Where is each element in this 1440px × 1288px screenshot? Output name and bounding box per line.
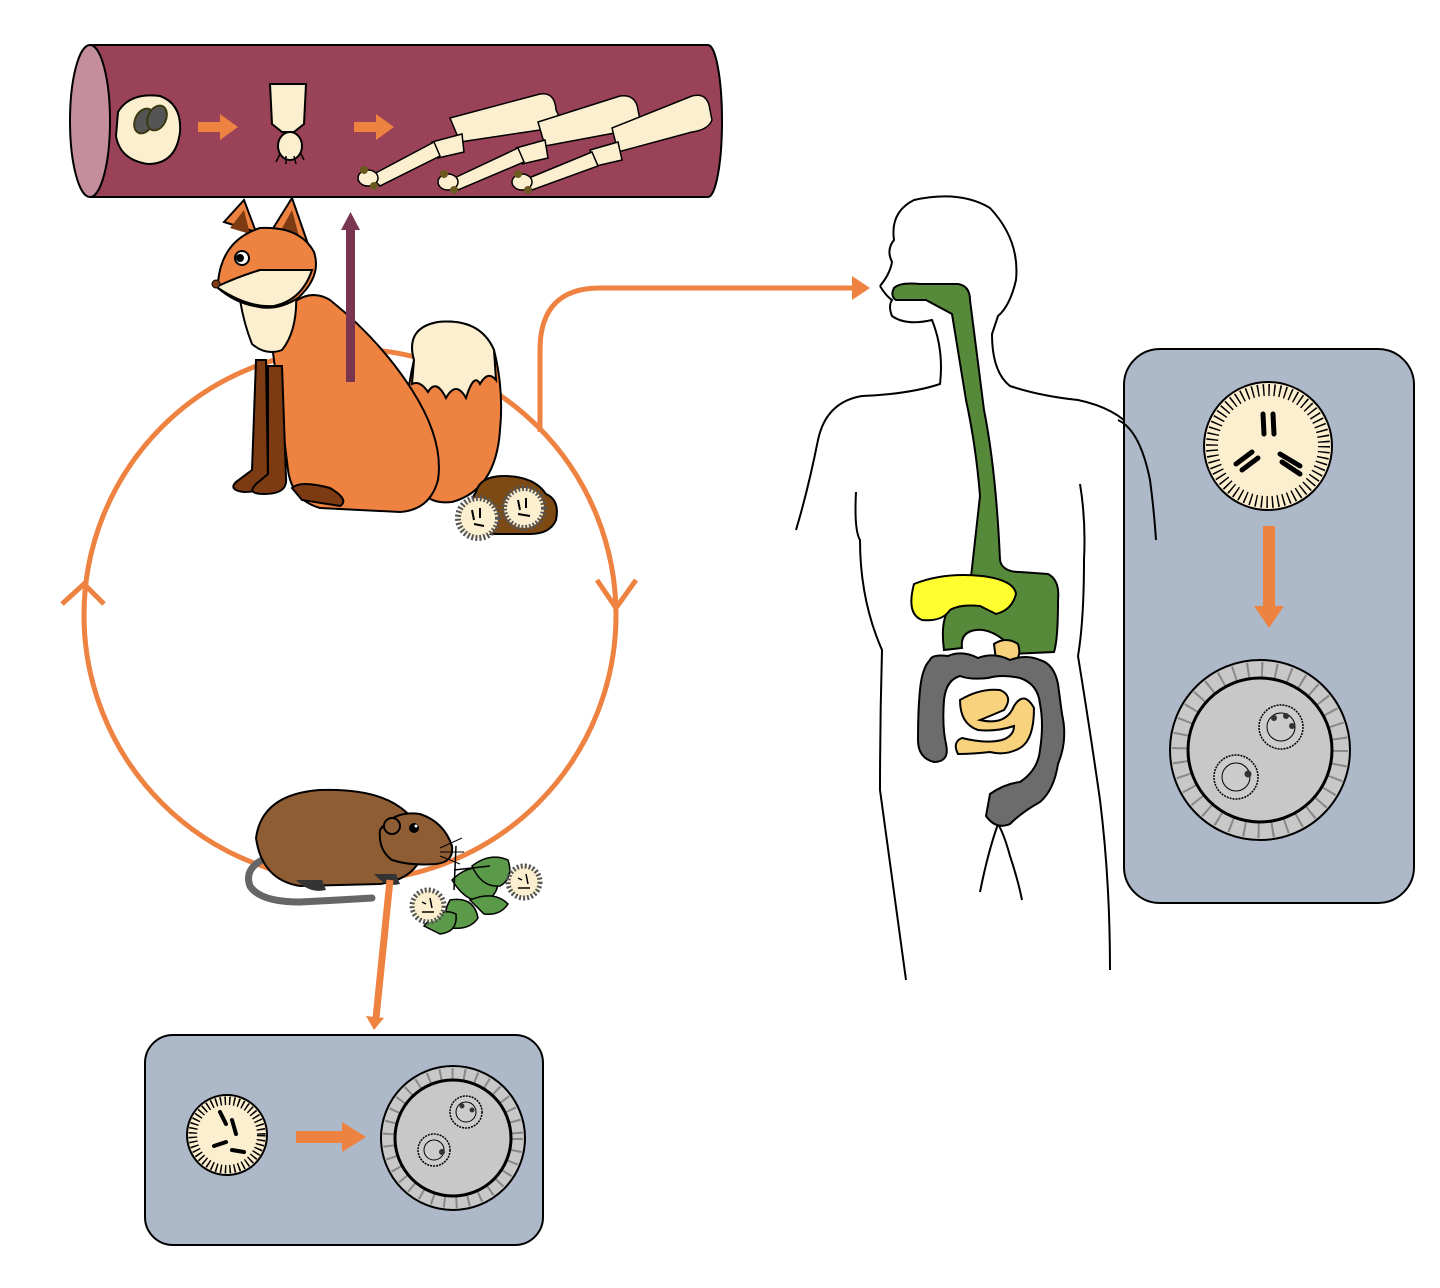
rodent-to-cyst-arrow	[366, 879, 394, 1030]
adult-worm-icon	[357, 93, 561, 190]
egg-icon	[114, 94, 182, 166]
orange-arrow-icon	[296, 1122, 366, 1152]
fox-to-human-arrow	[537, 276, 870, 432]
fox-icon	[211, 195, 503, 514]
human-cyst-panel	[1117, 348, 1415, 904]
adult-worm-icon	[511, 94, 713, 194]
egg-icon	[1203, 381, 1333, 511]
orange-arrow-icon	[354, 114, 394, 140]
human-body-icon	[795, 195, 1157, 981]
infection-arrow	[341, 212, 360, 382]
intestine-segment-icon	[69, 44, 723, 198]
orange-arrow-icon	[198, 114, 238, 140]
adult-worm-icon	[437, 95, 641, 194]
digestive-system-icon	[891, 282, 1066, 827]
hydatid-cyst-icon	[1169, 659, 1351, 841]
protoscolex-icon	[268, 83, 308, 165]
feces-with-eggs-icon	[455, 474, 558, 541]
orange-arrow-icon	[1254, 526, 1284, 628]
rodent-icon	[245, 788, 464, 906]
hydatid-cyst-icon	[380, 1065, 526, 1211]
leaves-with-eggs-icon	[409, 845, 543, 935]
egg-icon	[186, 1094, 268, 1176]
rodent-cyst-panel	[144, 1034, 544, 1246]
